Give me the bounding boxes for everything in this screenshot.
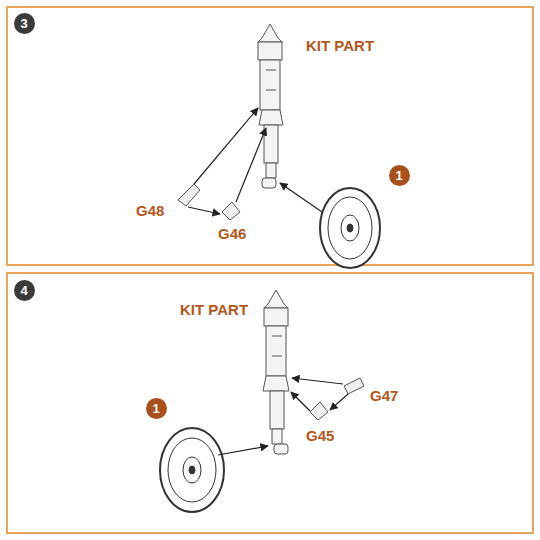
assembly-arrow <box>218 378 348 455</box>
part-g45 <box>310 402 328 420</box>
wheel <box>160 428 224 512</box>
kit-part-label: KIT PART <box>306 38 374 53</box>
part-name: G48 <box>136 203 164 218</box>
step-panel <box>7 7 533 265</box>
part-name: G46 <box>218 226 246 241</box>
part-name: G47 <box>370 388 398 403</box>
assembly-arrow <box>188 108 322 214</box>
part-g48 <box>178 184 200 206</box>
step-panel <box>7 273 533 533</box>
wheel <box>320 188 380 268</box>
step-number: 4 <box>14 280 35 301</box>
gear-strut <box>263 290 289 454</box>
part-g47 <box>344 378 364 394</box>
number-text: 1 <box>395 169 402 182</box>
callout-number: 1 <box>146 398 167 419</box>
part-g46 <box>222 202 240 220</box>
number-text: 4 <box>20 284 27 297</box>
callout-number: 1 <box>389 165 410 186</box>
gear-strut <box>258 24 283 188</box>
kit-part-label: KIT PART <box>180 302 248 317</box>
number-text: 1 <box>152 402 159 415</box>
part-name: G45 <box>306 428 334 443</box>
number-text: 3 <box>20 17 27 30</box>
step-number: 3 <box>14 13 35 34</box>
